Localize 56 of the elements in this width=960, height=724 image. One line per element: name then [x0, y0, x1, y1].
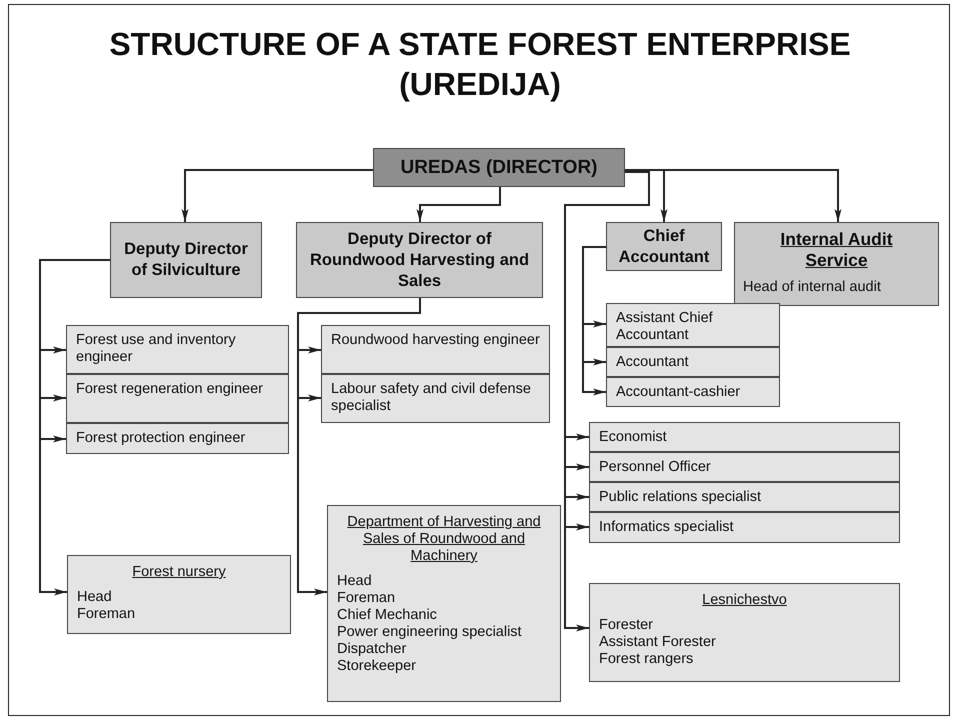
position-box: [589, 422, 900, 452]
job-title: Power engineering specialist: [337, 624, 523, 641]
box-heading: Chief Accountant: [618, 226, 710, 268]
connector-arrow: [582, 246, 606, 396]
box-heading: Department of Harvesting and Sales of Roundwood and Machinery: [346, 514, 542, 565]
box-heading: UREDAS (DIRECTOR): [400, 159, 598, 176]
department-box: [327, 505, 561, 702]
position-box: [66, 374, 289, 423]
job-title: Economist: [599, 429, 668, 446]
job-title: Labour safety and civil defense specialist: [331, 381, 532, 415]
job-title: Informatics specialist: [599, 519, 735, 536]
job-title: Roundwood harvesting engineer: [331, 332, 540, 349]
position-box: [589, 512, 900, 543]
job-title: Accountant: [616, 354, 690, 371]
department-box: [734, 222, 939, 306]
position-box: [589, 452, 900, 482]
position-box: [606, 222, 722, 271]
director-box: [373, 148, 625, 187]
job-title: Public relations specialist: [599, 489, 762, 506]
department-box: [67, 555, 291, 634]
job-title: Assistant Chief Accountant: [616, 310, 714, 344]
box-heading: Internal Audit Service: [779, 229, 894, 271]
job-title: Forest regeneration engineer: [76, 381, 264, 398]
job-title: Forest protection engineer: [76, 430, 246, 447]
box-heading: Deputy Director of Roundwood Harvesting and Sales: [308, 228, 530, 292]
connector-arrow: [182, 169, 373, 222]
position-box: [606, 377, 780, 407]
department-box: [589, 583, 900, 682]
position-box: [321, 325, 550, 374]
job-title: Chief Mechanic: [337, 607, 438, 624]
position-box: [296, 222, 543, 298]
job-title: Storekeeper: [337, 658, 417, 675]
connector-arrow: [416, 187, 501, 222]
job-title: Accountant-cashier: [616, 384, 742, 401]
box-heading: Deputy Director of Silviculture: [123, 239, 249, 281]
job-title: Head: [77, 589, 113, 606]
job-title: Foreman: [77, 606, 136, 623]
job-title: Foreman: [337, 590, 396, 607]
position-box: [66, 423, 289, 454]
position-box: [110, 222, 262, 298]
position-box: [66, 325, 289, 374]
box-heading: Forest nursery: [131, 564, 227, 581]
job-title: Dispatcher: [337, 641, 408, 658]
job-title: Head: [337, 573, 373, 590]
job-title: Assistant Forester: [599, 634, 717, 651]
position-box: [589, 482, 900, 512]
position-box: [321, 374, 550, 423]
job-title: Personnel Officer: [599, 459, 712, 476]
box-heading: Lesnichestvo: [701, 592, 788, 609]
position-box: [606, 347, 780, 377]
job-title: Forest use and inventory engineer: [76, 332, 237, 366]
job-title: Forest rangers: [599, 651, 694, 668]
job-title: Forester: [599, 617, 654, 634]
position-box: [606, 303, 780, 347]
job-title: Head of internal audit: [743, 279, 882, 296]
diagram-title: STRUCTURE OF A STATE FOREST ENTERPRISE (UREDIJA): [108, 25, 852, 104]
